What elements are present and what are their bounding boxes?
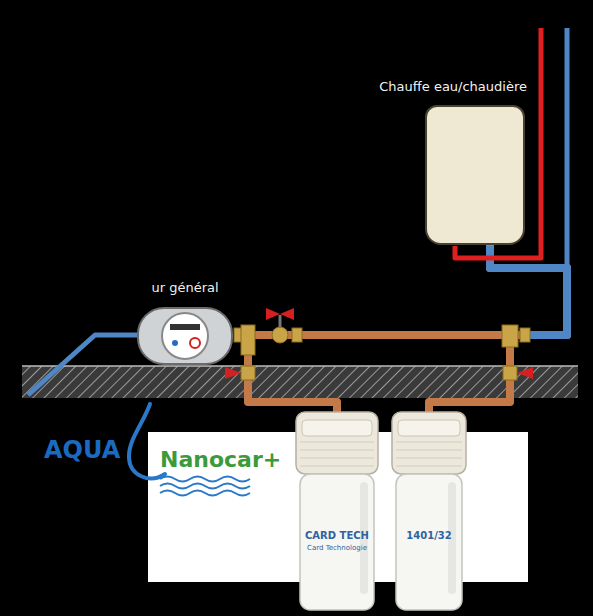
meter-counter bbox=[170, 324, 200, 330]
brass-tee bbox=[241, 325, 255, 355]
meter-pointer bbox=[190, 338, 200, 348]
filter-rib bbox=[300, 466, 374, 467]
filter-rib bbox=[300, 458, 374, 459]
filter-head bbox=[296, 412, 378, 474]
text-holder: ur général bbox=[136, 280, 234, 295]
text-holder: Chauffe eau/chaudière bbox=[379, 79, 527, 94]
logo-word: Nanocar+ bbox=[160, 447, 281, 472]
filter-cap bbox=[302, 420, 372, 436]
valve-body bbox=[272, 327, 288, 343]
meter-body bbox=[138, 308, 232, 364]
filter-rib bbox=[300, 442, 374, 443]
filter-rib bbox=[396, 466, 462, 467]
meter-mark bbox=[172, 340, 178, 346]
meter-dial bbox=[162, 313, 208, 359]
filter-rib bbox=[396, 442, 462, 443]
water-meter: ur général bbox=[136, 280, 234, 370]
logo-word: AQUA bbox=[44, 436, 120, 464]
valve-handle bbox=[225, 367, 241, 379]
water-heater: Chauffe eau/chaudière bbox=[425, 105, 525, 245]
brass-fitting bbox=[520, 328, 530, 342]
logo-wave bbox=[160, 491, 250, 496]
valve-body bbox=[503, 366, 517, 380]
filter-housing: 1401/32 bbox=[392, 412, 466, 610]
ground-line bbox=[22, 365, 578, 367]
brand-text: Card Technologie bbox=[307, 544, 367, 552]
filter-bowl bbox=[396, 474, 462, 610]
filter-graphic bbox=[392, 412, 466, 610]
valve-handle bbox=[517, 367, 533, 379]
filter-cap bbox=[398, 420, 460, 436]
brass-tee bbox=[502, 325, 518, 347]
ground-band bbox=[22, 366, 578, 398]
heater-label: Chauffe eau/chaudière bbox=[379, 79, 527, 94]
logo-wave bbox=[160, 477, 250, 482]
brand-text: CARD TECH bbox=[305, 530, 369, 541]
meter-label: ur général bbox=[151, 280, 218, 295]
inlet-pipe bbox=[28, 335, 138, 395]
filter-housing: CARD TECH Card Technologie bbox=[296, 412, 378, 610]
filter-rib bbox=[396, 458, 462, 459]
filter-rib bbox=[300, 450, 374, 451]
valve-body bbox=[241, 366, 255, 380]
model-number: 1401/32 bbox=[406, 530, 451, 541]
filter-graphic bbox=[296, 412, 378, 610]
filter-head bbox=[392, 412, 466, 474]
text-holder: CARD TECH Card Technologie bbox=[296, 412, 378, 552]
brass-fitting bbox=[292, 328, 302, 342]
copper-pipe bbox=[429, 245, 567, 412]
valve-stem bbox=[279, 315, 282, 327]
filter-bowl bbox=[300, 474, 374, 610]
valve-handle bbox=[266, 308, 294, 320]
filter-rib bbox=[396, 450, 462, 451]
text-holder: 1401/32 bbox=[392, 412, 466, 541]
logo-wave bbox=[160, 484, 250, 489]
logo-drop bbox=[129, 404, 165, 478]
